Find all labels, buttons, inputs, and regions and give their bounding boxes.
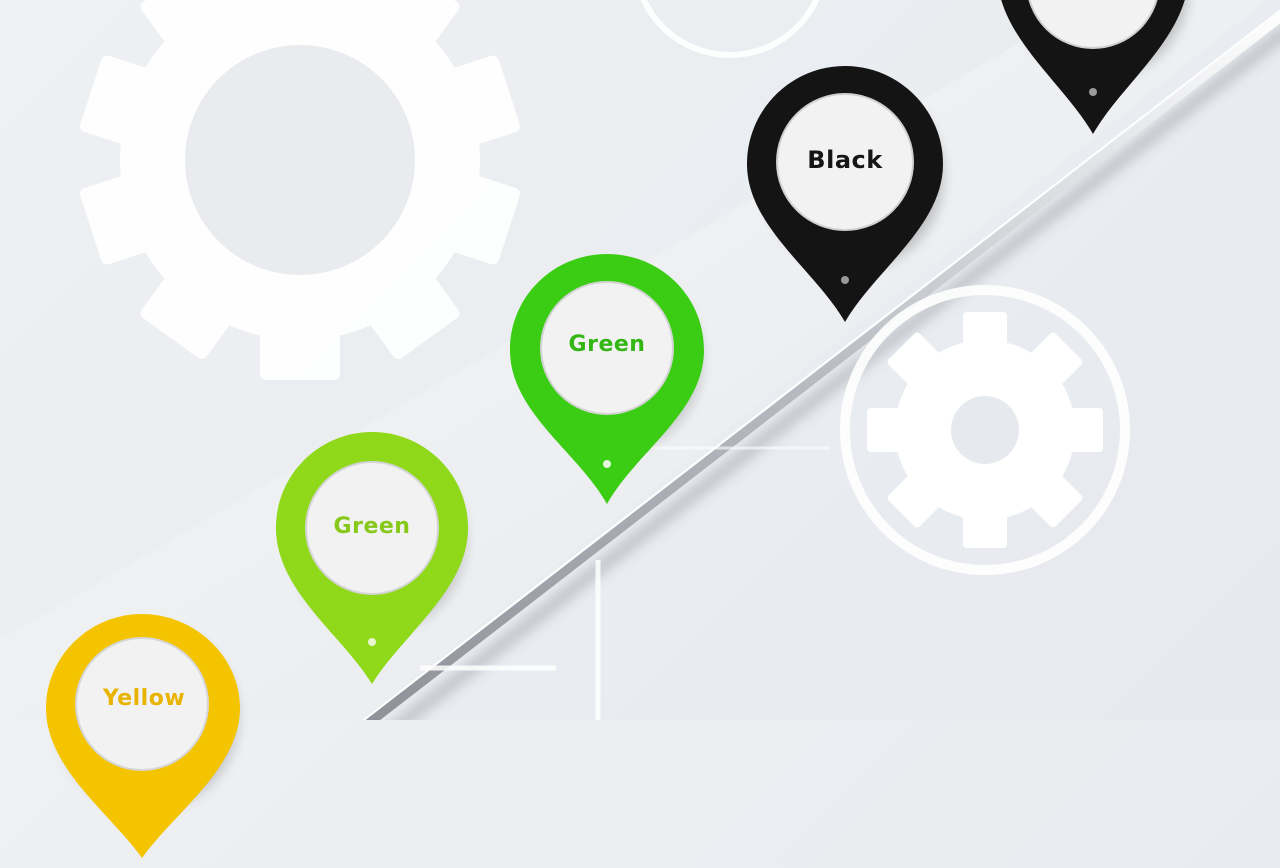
gear-icon bbox=[840, 285, 1130, 575]
pin-label: Black bbox=[807, 146, 883, 174]
location-pin-icon bbox=[1001, 0, 1188, 134]
location-pin-green[interactable]: Green bbox=[508, 252, 706, 508]
location-pin-yellow[interactable]: Yellow bbox=[44, 608, 244, 868]
location-pin-icon bbox=[276, 432, 468, 684]
pin-label: Yellow bbox=[102, 686, 186, 711]
pin-label: Green bbox=[568, 332, 646, 357]
location-pin-icon bbox=[510, 254, 704, 504]
pin-label: Green bbox=[333, 514, 411, 539]
location-pin-icon bbox=[747, 66, 943, 322]
location-pin-black[interactable]: Black bbox=[745, 64, 945, 324]
location-pin-black-top[interactable] bbox=[995, 0, 1191, 136]
location-pin-lime[interactable]: Green bbox=[274, 430, 470, 690]
gear-icon bbox=[79, 0, 521, 380]
location-pin-icon bbox=[46, 614, 240, 858]
